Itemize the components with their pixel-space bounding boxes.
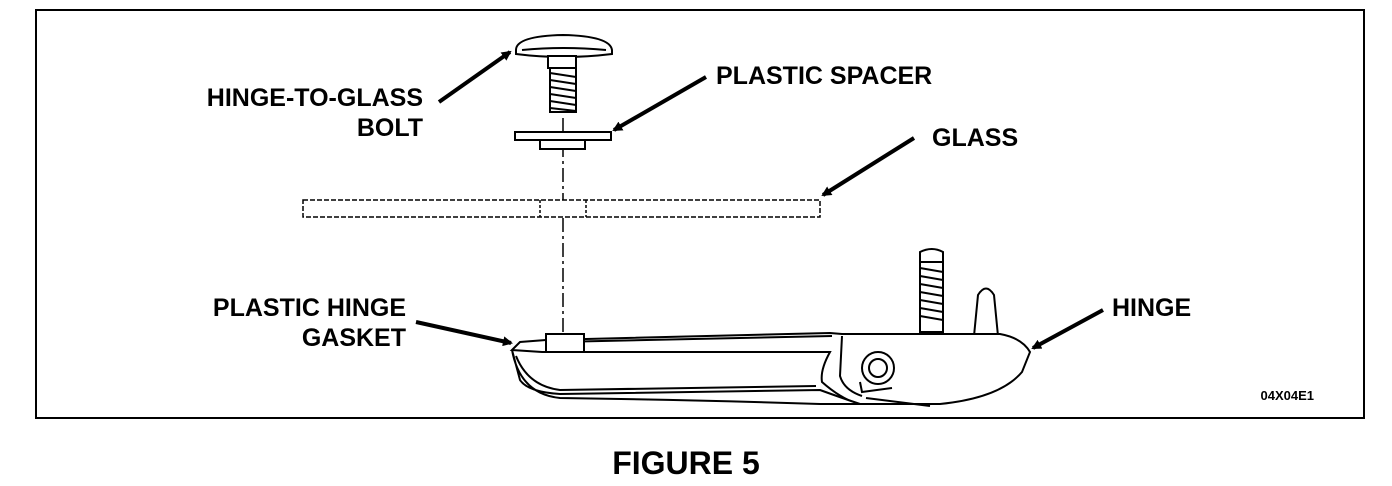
bolt-leader-arrow bbox=[437, 50, 512, 104]
glass-part bbox=[302, 199, 821, 218]
glass-leader-arrow bbox=[821, 136, 916, 197]
bolt-label-line2: BOLT bbox=[357, 114, 423, 142]
figure-caption: FIGURE 5 bbox=[612, 445, 760, 481]
hinge-leader-arrow bbox=[1031, 308, 1104, 350]
glass-label: GLASS bbox=[932, 124, 1018, 152]
gasket-label-line2: GASKET bbox=[302, 324, 406, 352]
hinge-part bbox=[509, 248, 1032, 407]
hinge-label: HINGE bbox=[1112, 294, 1191, 322]
bolt-part bbox=[515, 33, 613, 113]
spacer-leader-arrow bbox=[612, 75, 707, 132]
drawing-code: 04X04E1 bbox=[1261, 388, 1315, 403]
spacer-part bbox=[514, 131, 612, 150]
bolt-label-line1: HINGE-TO-GLASS bbox=[207, 84, 423, 112]
spacer-label: PLASTIC SPACER bbox=[716, 62, 932, 90]
gasket-leader-arrow bbox=[415, 320, 513, 347]
gasket-label-line1: PLASTIC HINGE bbox=[213, 294, 406, 322]
